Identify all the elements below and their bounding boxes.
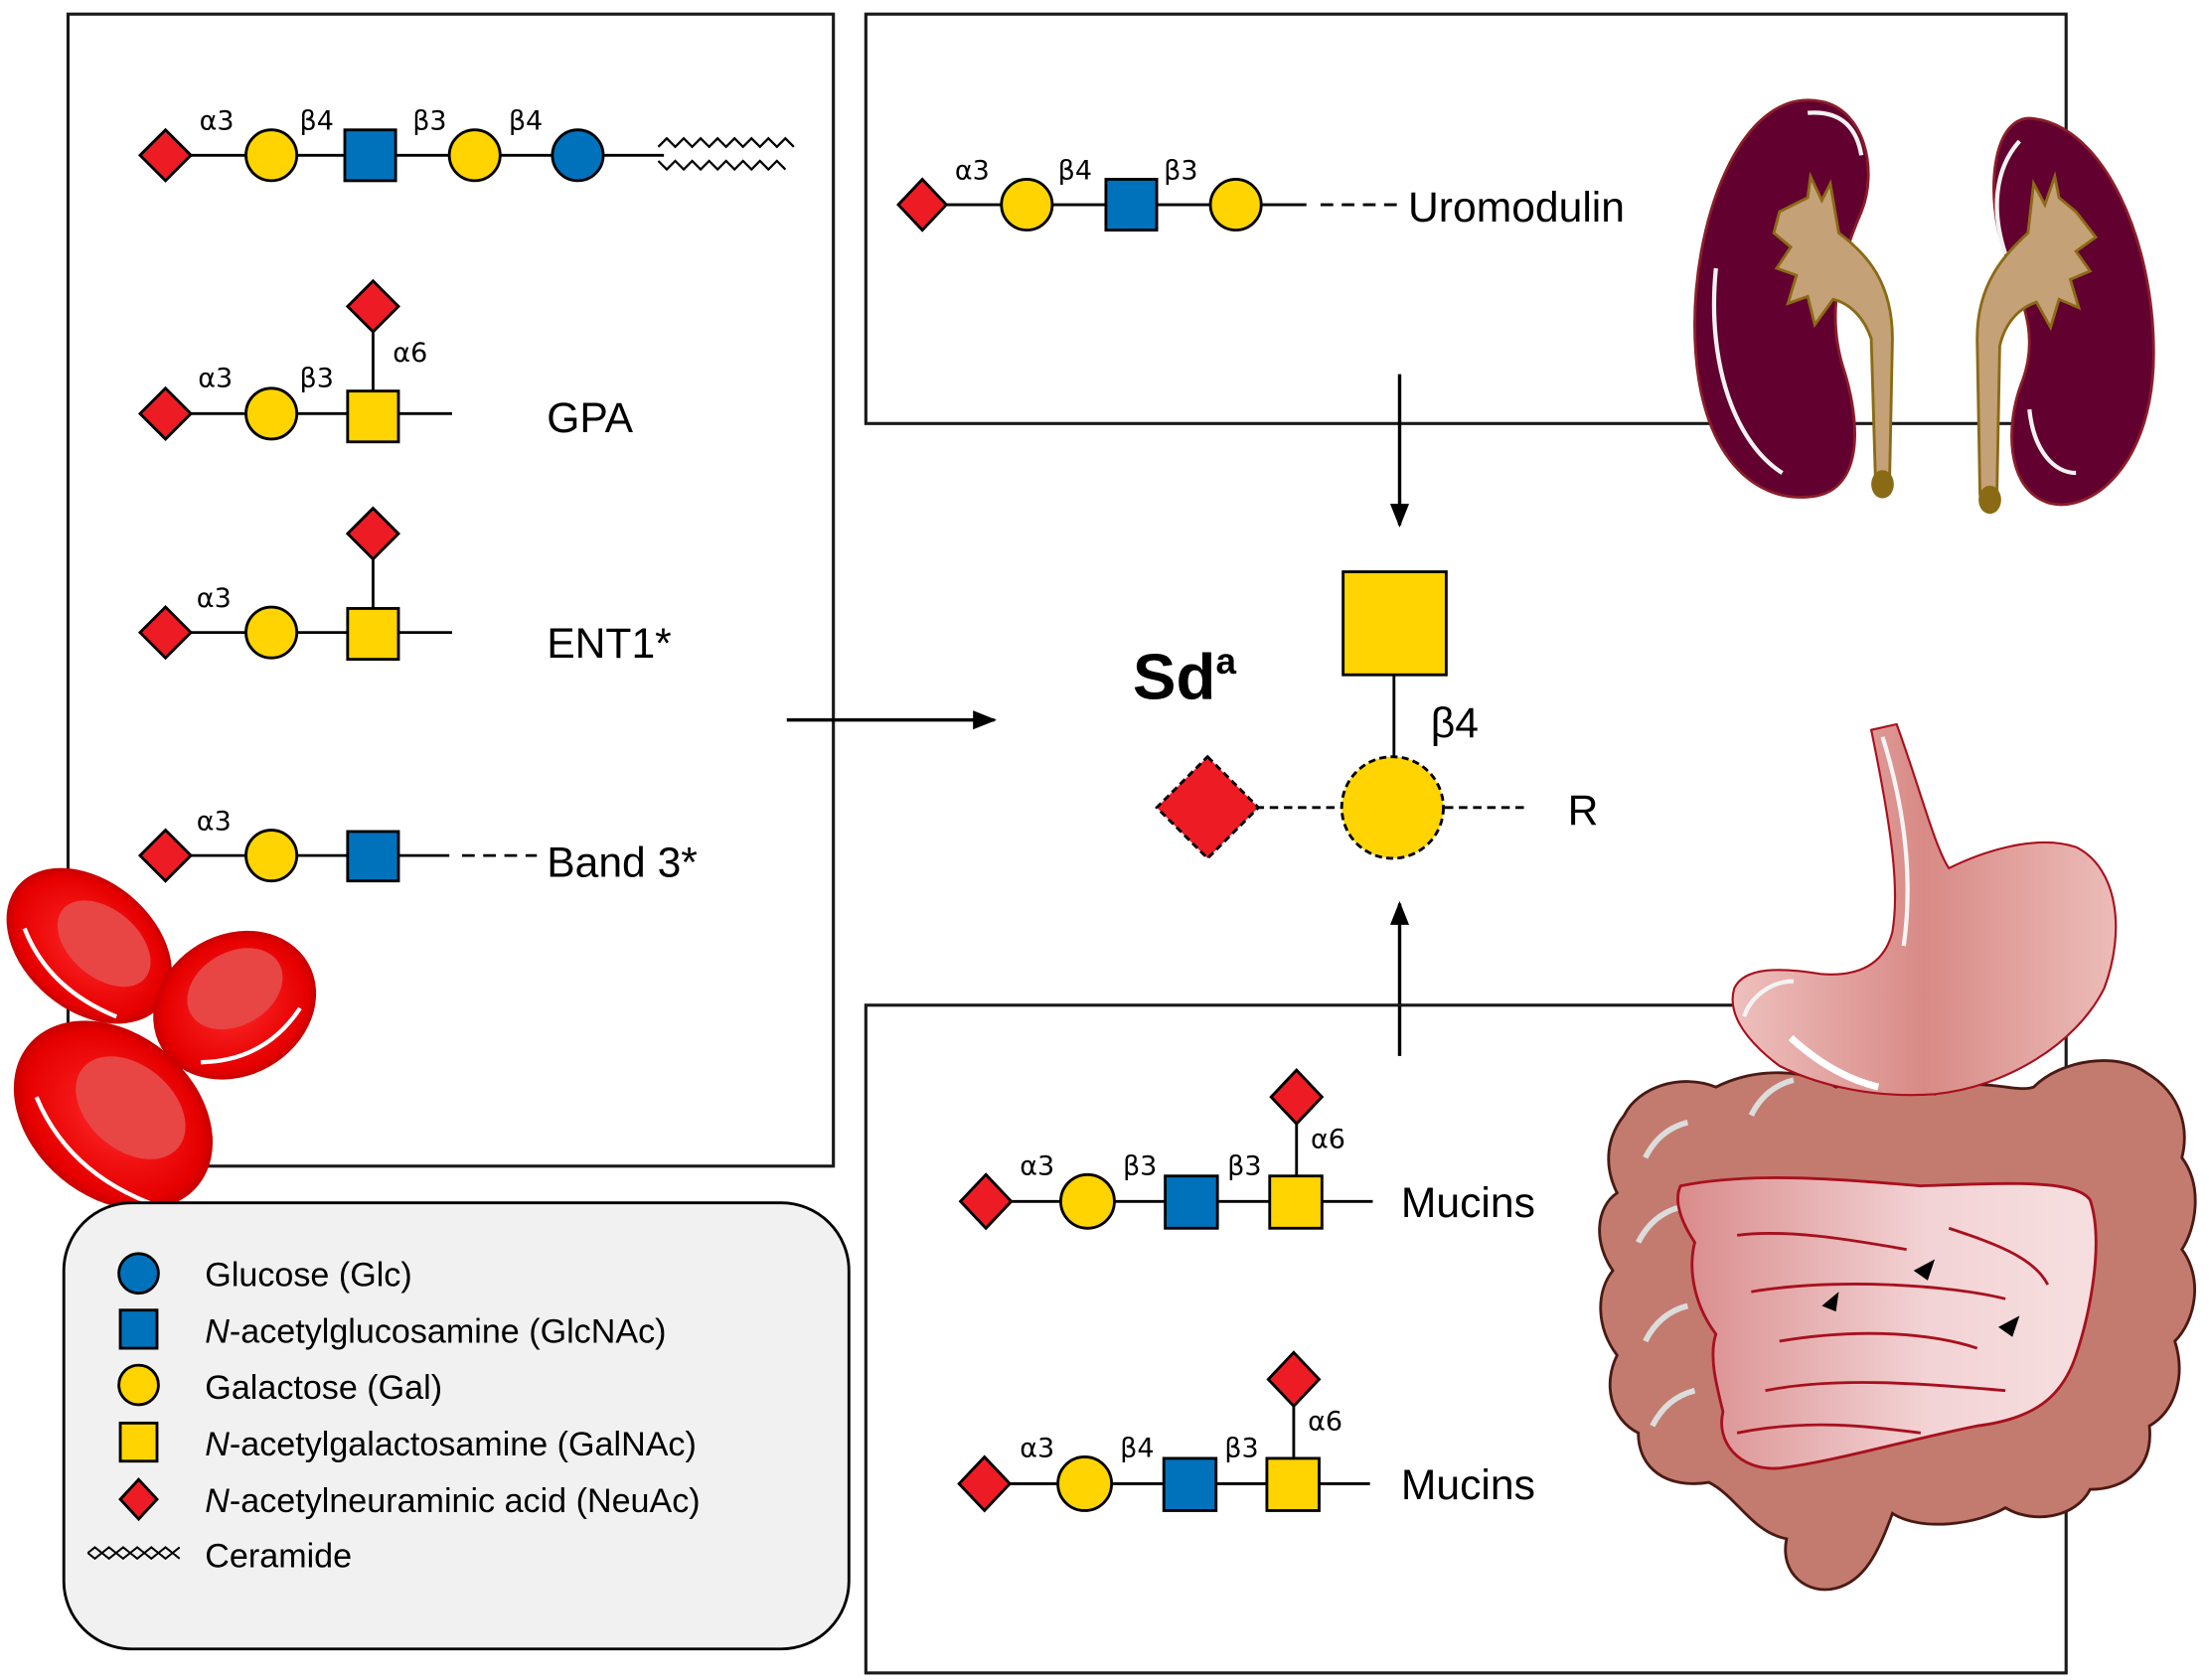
protein-label-gpa: GPA: [547, 394, 633, 442]
neuac-diamond-icon: [1269, 1068, 1325, 1127]
linkage-label: β4: [1058, 155, 1092, 186]
ceramide-legend-icon: [86, 1546, 181, 1561]
neuac-diamond-icon: [137, 828, 194, 883]
mucin-glycan-2: α3 β4 β3 α6 Mucins: [957, 1350, 1535, 1513]
linkage-label: β3: [412, 106, 446, 137]
neuac-diamond-icon: [137, 127, 194, 183]
gal-circle-icon: [1056, 1455, 1114, 1512]
stomach-icon: [1731, 722, 2118, 1097]
galnac-square-icon: [1341, 570, 1448, 677]
legend-item-glcnac: N-acetylglucosamine (GlcNAc): [205, 1312, 666, 1350]
linkage-label: β3: [300, 363, 334, 393]
gal-circle-icon: [1000, 178, 1054, 232]
linkage-label: α3: [197, 583, 232, 614]
neuac-diamond-icon: [896, 177, 949, 232]
protein-label-mucins: Mucins: [1401, 1179, 1535, 1227]
kidney-right-icon: [1975, 116, 2155, 515]
gal-circle-icon: [447, 128, 502, 183]
protein-label-uromodulin: Uromodulin: [1408, 184, 1625, 231]
linkage-label: β4: [300, 106, 334, 137]
linkage-label: α3: [200, 106, 235, 137]
linkage-label: α6: [393, 338, 427, 369]
linkage-label: α3: [1020, 1150, 1054, 1181]
gpa-glycan: α3 β3 α6 GPA: [137, 278, 634, 444]
legend-item-ceramide: Ceramide: [205, 1537, 352, 1575]
gal-circle-icon: [1059, 1172, 1116, 1230]
linkage-label: β3: [1224, 1433, 1258, 1463]
kidneys-illustration: [1693, 98, 2155, 515]
galactose-legend-icon: [117, 1363, 160, 1407]
linkage-label: β3: [1227, 1150, 1261, 1181]
sda-core-structure: Sda β4 R: [1133, 570, 1599, 860]
glcnac-square-icon: [346, 830, 400, 883]
legend-box: [62, 1201, 851, 1651]
neuac-diamond-icon: [957, 1454, 1013, 1513]
galnac-square-icon: [1265, 1456, 1321, 1512]
linkage-label: α3: [197, 807, 232, 838]
glucose-legend-icon: [117, 1252, 160, 1296]
red-blood-cell-icon: [6, 867, 173, 1024]
protein-label-ent1: ENT1*: [547, 620, 672, 668]
legend-item-galactose: Galactose (Gal): [205, 1369, 442, 1407]
neuac-legend-icon: [118, 1477, 159, 1522]
linkage-label: α6: [1308, 1406, 1342, 1437]
red-blood-cells-illustration: [6, 867, 317, 1210]
galnac-legend-icon: [118, 1421, 159, 1463]
mucin-glycan-1: α3 β3 β3 α6 Mucins: [958, 1068, 1535, 1231]
linkage-label: β3: [1164, 155, 1197, 186]
digestive-tract-illustration: [1598, 722, 2197, 1592]
neuac-diamond-icon: [137, 605, 194, 661]
galnac-square-icon: [1268, 1174, 1324, 1230]
reducing-end-label: R: [1568, 787, 1599, 835]
sda-title: Sda: [1133, 640, 1237, 712]
legend-item-galnac: N-acetylgalactosamine (GalNAc): [205, 1426, 697, 1463]
gal-circle-icon: [1340, 755, 1445, 860]
legend-item-glucose: Glucose (Glc): [205, 1257, 411, 1295]
neuac-diamond-icon: [958, 1172, 1014, 1231]
protein-label-mucins: Mucins: [1401, 1461, 1535, 1509]
linkage-label: α3: [198, 363, 233, 393]
glc-circle-icon: [551, 128, 605, 183]
linkage-label: β4: [509, 106, 543, 137]
ent1-glycan: α3 ENT1*: [137, 506, 672, 668]
neuac-diamond-icon: [345, 278, 401, 334]
band3-glycan: α3 Band 3*: [137, 807, 698, 886]
galnac-square-icon: [346, 389, 400, 444]
glcnac-square-icon: [1164, 1174, 1219, 1230]
red-blood-cell-icon: [13, 1020, 214, 1210]
legend-item-neuac: N-acetylneuraminic acid (NeuAc): [205, 1482, 700, 1520]
neuac-diamond-icon: [137, 385, 194, 441]
uromodulin-glycan: α3 β4 β3 Uromodulin: [896, 155, 1625, 232]
neuac-diamond-icon: [1266, 1350, 1322, 1409]
linkage-label: α6: [1311, 1124, 1345, 1154]
gal-circle-icon: [244, 128, 299, 183]
left-panel-erythrocyte: [66, 12, 836, 1168]
legend: Glucose (Glc) N-acetylglucosamine (GlcNA…: [62, 1201, 851, 1651]
red-blood-cell-icon: [153, 930, 317, 1080]
linkage-label: β3: [1123, 1150, 1157, 1181]
gal-circle-icon: [1208, 178, 1263, 232]
glcnac-square-icon: [343, 128, 397, 183]
gal-circle-icon: [244, 386, 299, 441]
linkage-label: β4: [1431, 699, 1479, 747]
ceramide-zigzag-icon: [657, 136, 795, 172]
linkage-label: α3: [955, 155, 990, 186]
gal-circle-icon: [244, 605, 299, 660]
linkage-label: α3: [1020, 1433, 1054, 1463]
glcnac-square-icon: [1104, 178, 1159, 232]
small-intestine-icon: [1676, 1176, 2098, 1470]
kidney-left-icon: [1693, 98, 1894, 499]
linkage-label: β4: [1120, 1433, 1154, 1463]
glcnac-legend-icon: [118, 1308, 159, 1350]
glcnac-square-icon: [1162, 1456, 1218, 1512]
neuac-diamond-icon: [345, 506, 401, 561]
protein-label-band3: Band 3*: [547, 839, 698, 886]
ceramide-glycan: α3 β4 β3 β4: [137, 106, 795, 183]
galnac-square-icon: [346, 607, 400, 662]
neuac-diamond-icon: [1155, 754, 1261, 860]
gal-circle-icon: [244, 829, 299, 883]
